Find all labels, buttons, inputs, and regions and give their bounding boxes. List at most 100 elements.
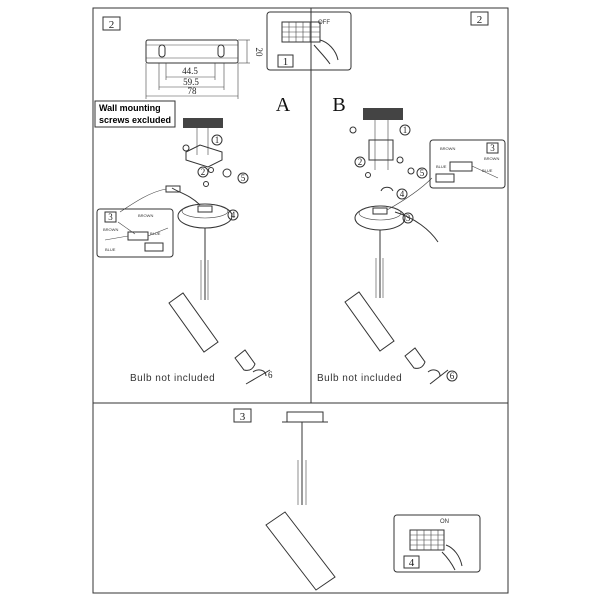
step-number: 2 [477, 14, 483, 26]
warning-text-line2: screws excluded [99, 115, 171, 125]
step-box [277, 54, 294, 68]
hand-icon [313, 39, 339, 65]
bracket-dimension-drawing: 44.5 59.5 78 20 [145, 39, 264, 99]
callout-circle [354, 156, 366, 168]
step-number: 1 [283, 56, 289, 68]
callout-number: 2 [358, 157, 363, 167]
spot-head [344, 291, 395, 352]
mounting-bracket [185, 144, 223, 168]
terminal-label: BLUE [150, 231, 161, 236]
hand-icon [441, 544, 463, 571]
inset-frame [96, 208, 174, 258]
terminal-label: BROWN [103, 227, 118, 232]
switch-state-label: ON [440, 519, 449, 525]
callout-circle [227, 209, 239, 221]
callout-circle [399, 124, 411, 136]
callout-number: 5 [241, 173, 246, 183]
panel-a: 2 44.5 59.5 78 20 W [94, 16, 291, 385]
terminal-block [449, 161, 473, 172]
callout-number: 6 [450, 371, 455, 381]
supply-wire [171, 187, 201, 206]
step-number: 4 [409, 557, 415, 569]
wiring-inset-a: 3 BROWN BROWN BLUE BLUE [96, 208, 174, 258]
step-box [470, 11, 489, 26]
spot-head [168, 292, 219, 353]
screw-icon [407, 167, 415, 175]
callout-circle [402, 212, 414, 224]
callout-number: 4 [231, 210, 236, 220]
wiring-inset-b: 3 BROWN BROWN BLUE BLUE [429, 139, 506, 189]
twist-icon [245, 369, 271, 385]
dimension-label: 44.5 [182, 66, 198, 76]
canopy [354, 205, 406, 231]
callout-number: 1 [215, 135, 220, 145]
panel-c: 3 ON 4 [233, 408, 481, 591]
spring-clip [380, 186, 394, 192]
callout-number: 5 [420, 168, 425, 178]
dimension-label: 59.5 [183, 77, 199, 87]
dimension-label: 20 [254, 48, 264, 58]
terminal-label: BROWN [440, 146, 455, 151]
terminal-label: BLUE [482, 168, 493, 173]
sheet-frame [92, 7, 509, 594]
screw-icon [203, 181, 209, 187]
callout-circle [416, 167, 428, 179]
step-box [102, 16, 121, 31]
warning-text-line1: Wall mounting [99, 103, 161, 113]
mounting-slot [158, 44, 166, 58]
callout-number: 3 [406, 213, 411, 223]
callout-number: 1 [403, 125, 408, 135]
mounting-bracket [368, 139, 394, 161]
variant-label: B [332, 94, 345, 116]
dimension-label: 78 [188, 86, 198, 96]
screwdriver-icon [144, 242, 164, 252]
screw-icon [182, 144, 190, 152]
bulb-icon [234, 349, 256, 371]
screw-icon [365, 172, 371, 178]
step-number: 3 [108, 212, 113, 222]
warning-box [94, 100, 176, 128]
mounting-slot [217, 44, 225, 58]
step-box [486, 142, 499, 154]
terminal-label: BROWN [484, 156, 499, 161]
step-box [403, 555, 420, 569]
callout-number: 6 [268, 370, 273, 380]
step-number: 3 [490, 143, 495, 153]
screw-icon [396, 156, 404, 164]
ceiling-hatch [363, 108, 403, 120]
screwdriver-icon [435, 173, 455, 183]
terminal-label: BROWN [138, 213, 153, 218]
inset-frame [429, 139, 506, 189]
canopy [177, 203, 233, 229]
inset-frame [266, 11, 352, 71]
step-number: 2 [109, 19, 115, 31]
terminal-block [372, 207, 388, 215]
variant-label: A [276, 94, 291, 116]
terminal-block [127, 231, 149, 241]
terminal-label: BLUE [105, 247, 116, 252]
step-box [233, 408, 252, 423]
screw-icon [222, 168, 232, 178]
screw-icon [349, 126, 357, 134]
callout-circle [211, 134, 223, 146]
callout-circle [237, 172, 249, 184]
panel-b: 2 B 1 2 5 4 3 3 BROWN B [317, 11, 506, 385]
step-number: 3 [240, 411, 246, 423]
bulb-note: Bulb not included [130, 373, 215, 384]
twist-icon [427, 369, 449, 385]
ceiling-hatch [183, 118, 223, 128]
switch-state-label: OFF [318, 20, 330, 26]
spot-head [265, 511, 336, 591]
inset-switch-on: ON 4 [393, 514, 481, 573]
ceiling-mount [286, 411, 324, 423]
callout-number: 2 [201, 167, 206, 177]
callout-number: 4 [400, 189, 405, 199]
supply-wire [394, 211, 439, 243]
step-box [104, 211, 117, 223]
terminal-block [197, 205, 213, 213]
terminal-label: BLUE [436, 164, 447, 169]
screw-icon [208, 167, 214, 173]
bracket-outline [145, 39, 239, 64]
bulb-icon [404, 347, 426, 369]
